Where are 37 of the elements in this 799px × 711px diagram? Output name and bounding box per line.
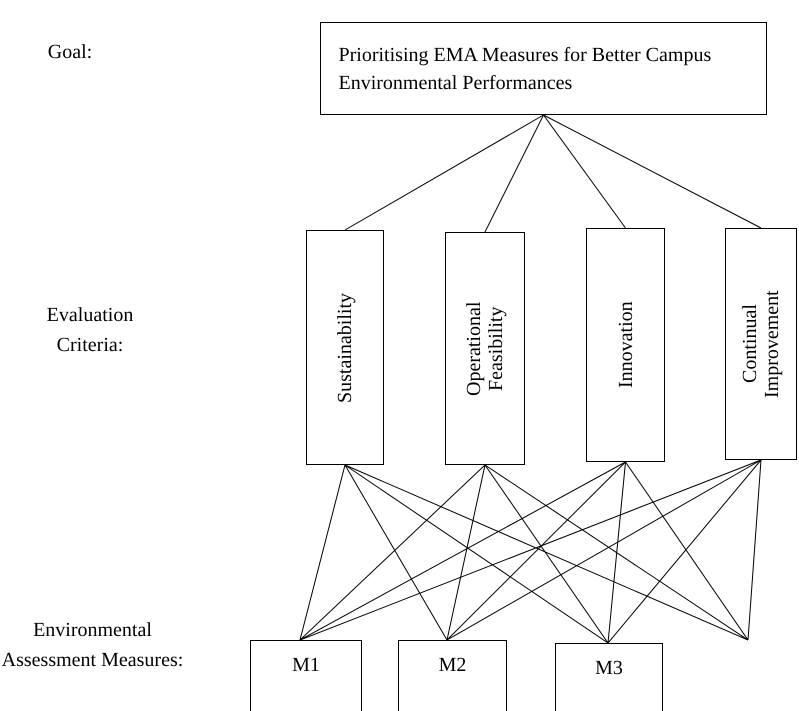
connector-line bbox=[543, 114, 626, 228]
connector-line bbox=[608, 462, 626, 644]
criterion-label: Innovation bbox=[614, 300, 636, 390]
connector-line bbox=[344, 464, 608, 644]
criterion-label: Continual Improvement bbox=[739, 289, 783, 400]
measure-label: M1 bbox=[292, 653, 320, 678]
connector-line bbox=[446, 460, 762, 640]
connector-line bbox=[608, 460, 762, 644]
criterion-label: Operational Feasibility bbox=[463, 300, 507, 398]
connector-line bbox=[446, 462, 626, 640]
connector-line bbox=[300, 462, 626, 640]
measure-box bbox=[555, 643, 663, 711]
measure-label: M2 bbox=[438, 653, 466, 678]
measure-label: M3 bbox=[595, 656, 623, 681]
goal-box bbox=[320, 22, 767, 115]
measure-box bbox=[250, 640, 362, 711]
level-label: Goal: bbox=[46, 40, 94, 65]
connector-line bbox=[484, 464, 608, 644]
criterion-label: Sustainability bbox=[334, 292, 356, 404]
criterion-box bbox=[586, 228, 665, 462]
connector-line bbox=[748, 460, 762, 640]
connector-line bbox=[446, 464, 486, 640]
criterion-box bbox=[445, 232, 525, 465]
measure-box bbox=[398, 640, 507, 711]
connector-line bbox=[344, 114, 544, 230]
criterion-box bbox=[306, 230, 384, 465]
connector-line bbox=[344, 464, 448, 640]
connector-line bbox=[484, 464, 748, 640]
criterion-box bbox=[725, 228, 797, 460]
goal-text: Prioritising EMA Measures for Better Campus Environmental Performances bbox=[338, 42, 712, 96]
level-label: Environmental Assessment Measures: bbox=[0, 618, 184, 673]
level-label: Evaluation Criteria: bbox=[46, 303, 134, 358]
connector-line bbox=[543, 114, 762, 228]
connector-line bbox=[300, 464, 486, 640]
connector-line bbox=[300, 464, 346, 640]
connector-line bbox=[625, 462, 748, 640]
connector-line bbox=[484, 114, 544, 232]
